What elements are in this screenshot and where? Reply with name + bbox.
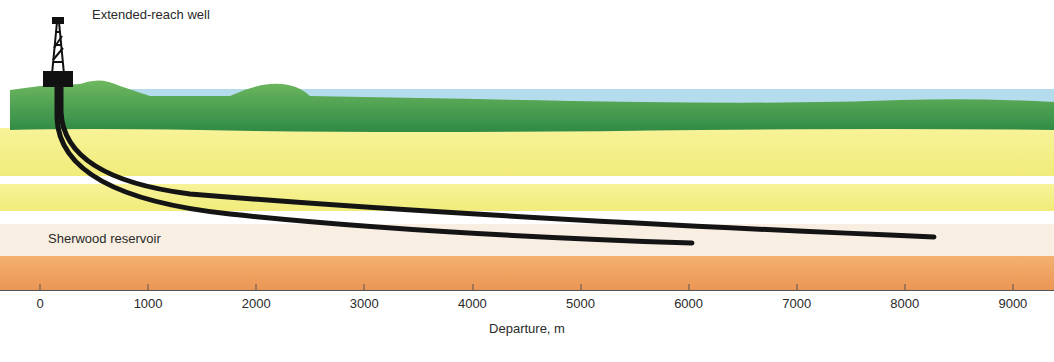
- tick-label: 0: [36, 297, 43, 311]
- tick-label: 4000: [458, 297, 487, 311]
- tick-label: 9000: [998, 297, 1027, 311]
- tick-label: 5000: [566, 297, 595, 311]
- tick-label: 2000: [242, 297, 271, 311]
- well-trajectory: [57, 86, 934, 243]
- reservoir-name: Sherwood reservoir: [48, 232, 161, 246]
- departure-axis: [0, 284, 1054, 291]
- land-surface: [10, 80, 1054, 132]
- tick-label: 3000: [350, 297, 379, 311]
- reservoir-layer: [0, 224, 1054, 256]
- rock-layer: [0, 256, 1054, 290]
- tick-label: 6000: [674, 297, 703, 311]
- sand-layer: [0, 128, 1054, 176]
- tick-label: 8000: [890, 297, 919, 311]
- axis-title: Departure, m: [489, 322, 565, 336]
- rig-caption: Extended-reach well: [92, 8, 210, 22]
- drilling-rig: [44, 18, 72, 86]
- tick-label: 1000: [134, 297, 163, 311]
- tick-label: 7000: [782, 297, 811, 311]
